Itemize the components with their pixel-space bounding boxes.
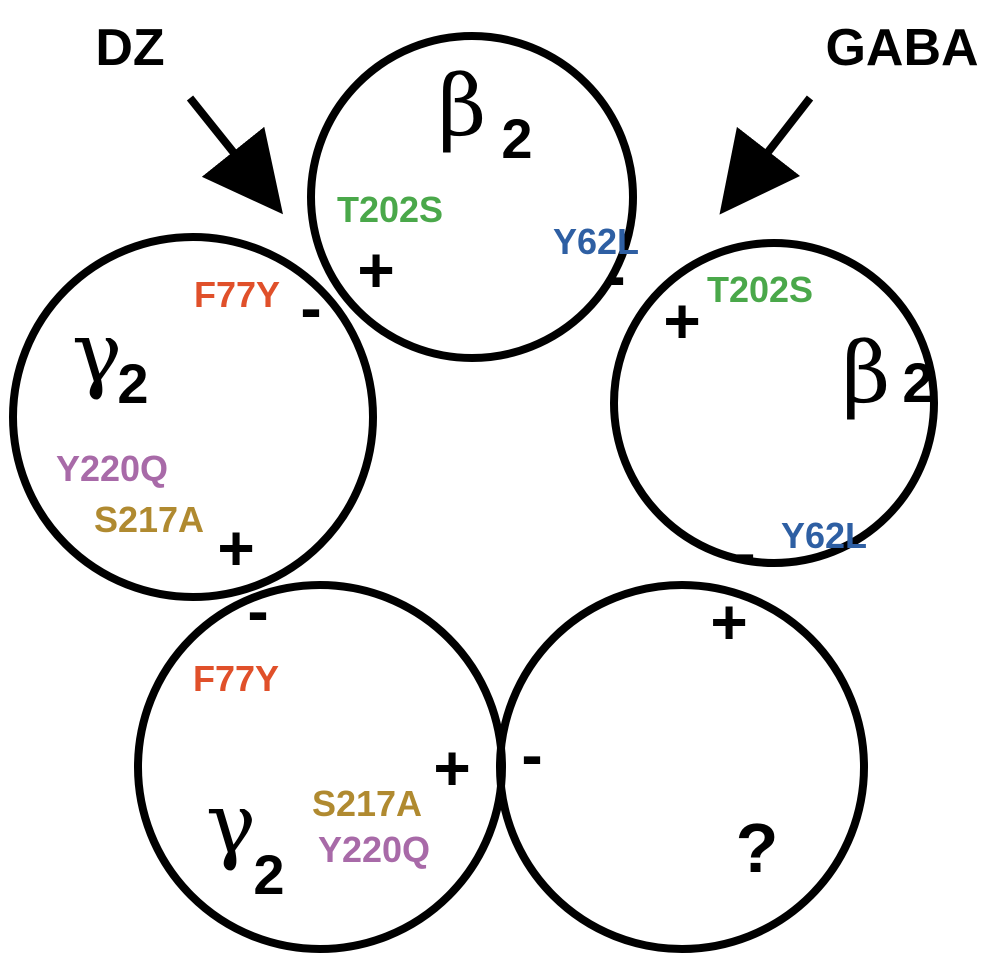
subunit-label-bottom-right: ? (736, 809, 779, 887)
svg-text:2: 2 (501, 107, 532, 170)
sign-left-plus: + (217, 512, 254, 584)
sign-left-minus: - (300, 272, 321, 344)
mutation-bottom-left-plus-1: S217A (312, 783, 422, 824)
sign-top-plus: + (357, 234, 394, 306)
dz-arrow (186, 95, 283, 215)
mutation-bottom-left-plus-2: Y220Q (318, 829, 430, 870)
subunit-circle-top (307, 32, 637, 362)
subunit-label-left: γ 2 (72, 304, 149, 415)
mutation-left-plus-2: S217A (94, 499, 204, 540)
sign-bottom-left-plus: + (433, 732, 470, 804)
mutation-top-minus: Y62L (553, 221, 639, 262)
mutation-right-minus: Y62L (781, 515, 867, 556)
svg-text:2: 2 (902, 351, 933, 414)
sign-bottom-right-plus: + (710, 586, 747, 658)
gaba-arrow (719, 95, 814, 215)
sign-right-minus: - (734, 517, 755, 589)
mutation-right-plus: T202S (707, 269, 813, 310)
svg-text:2: 2 (117, 352, 148, 415)
subunit-label-bottom-left: γ 2 (206, 775, 285, 906)
sign-right-plus: + (663, 285, 700, 357)
svg-text:β: β (842, 324, 891, 422)
svg-text:2: 2 (253, 843, 284, 906)
subunit-circle-bottom-right (496, 581, 868, 953)
mutation-bottom-left-minus: F77Y (193, 658, 279, 699)
subunit-label-right: β 2 (842, 324, 934, 422)
mutation-top-plus: T202S (337, 189, 443, 230)
dz-label: DZ (95, 19, 164, 77)
subunit-label-top: β 2 (438, 57, 533, 170)
sign-bottom-right-minus: - (521, 719, 542, 791)
sign-top-minus: - (604, 240, 625, 312)
subunit-circle-left (9, 233, 377, 601)
svg-text:β: β (438, 57, 487, 155)
mutation-left-minus: F77Y (194, 274, 280, 315)
gaba-label: GABA (825, 19, 978, 77)
mutation-left-plus-1: Y220Q (56, 448, 168, 489)
sign-bottom-left-minus: - (247, 575, 268, 647)
subunit-circle-right (610, 239, 938, 567)
svg-text:γ: γ (206, 775, 256, 873)
svg-text:γ: γ (72, 304, 122, 402)
